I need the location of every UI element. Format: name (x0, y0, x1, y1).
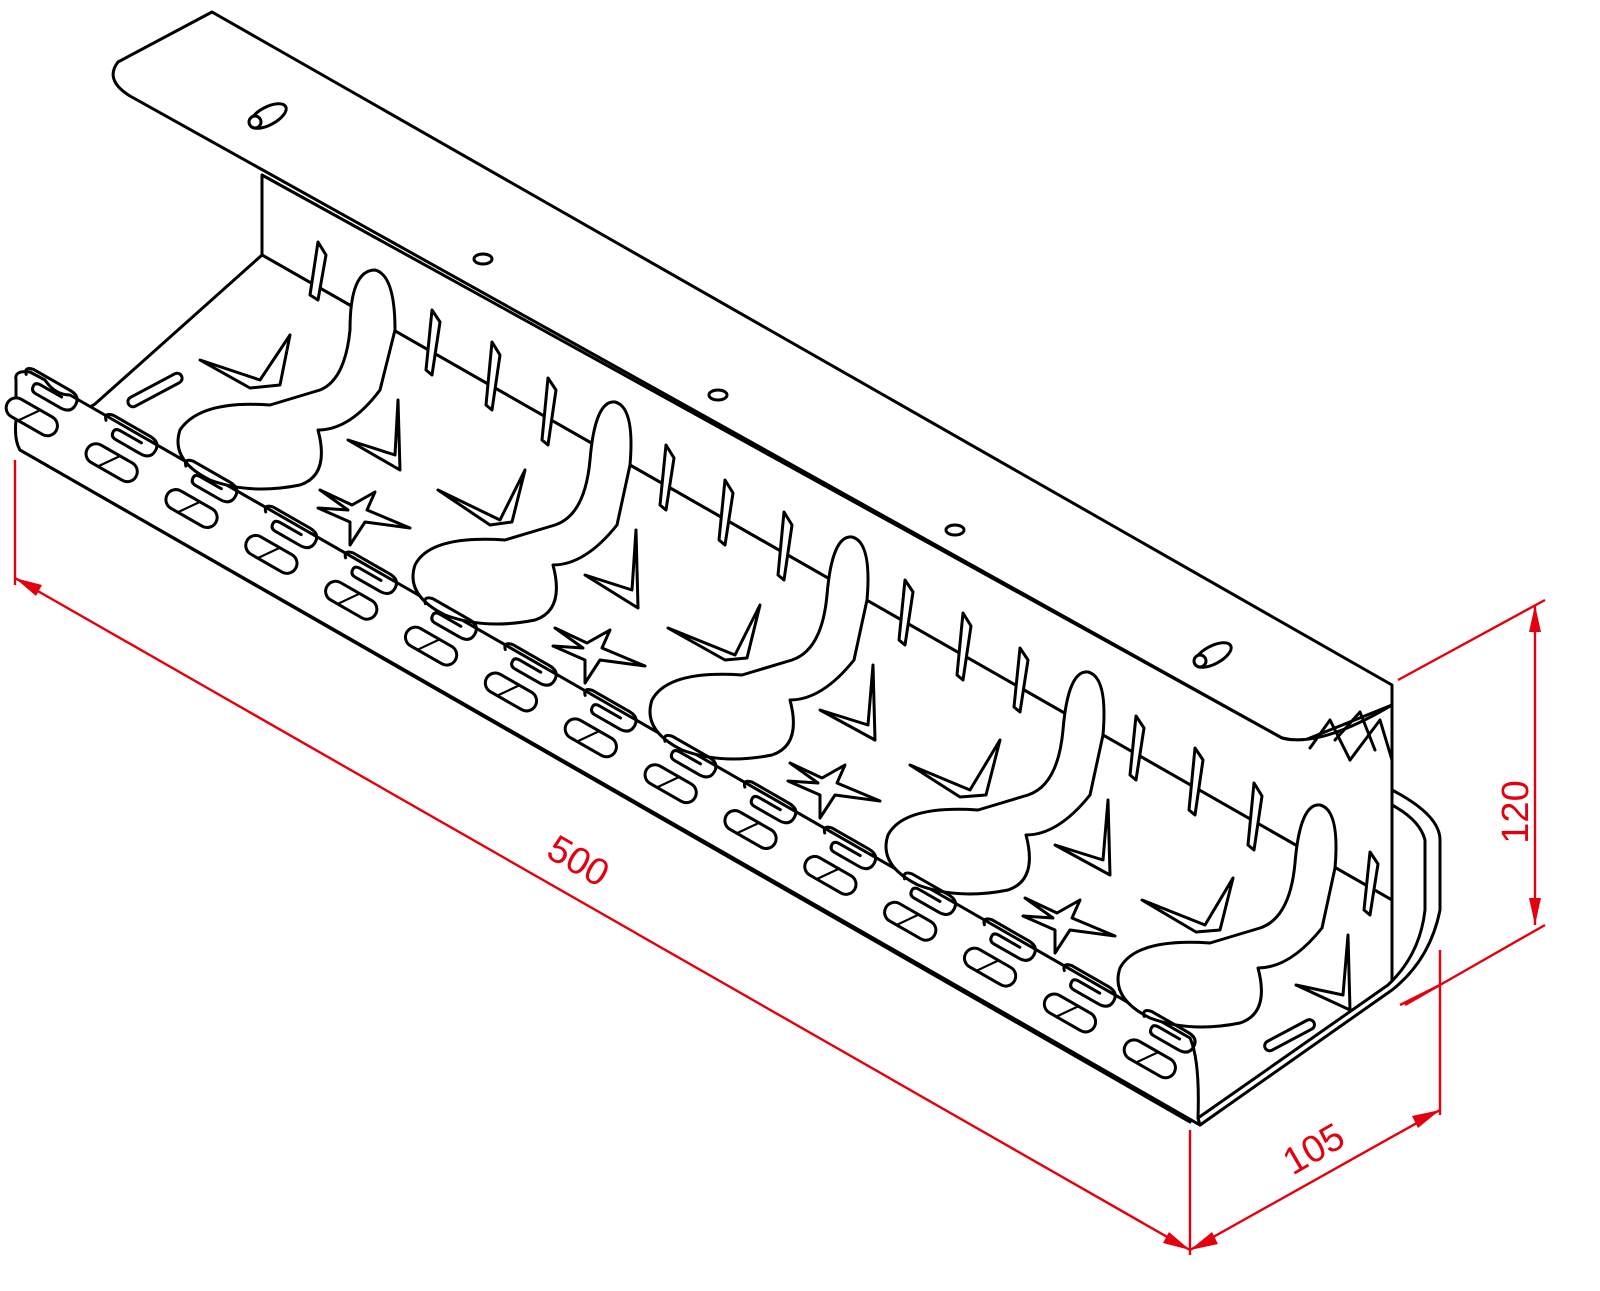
slot-edge-line (1135, 1051, 1160, 1064)
slot-edge-line (96, 454, 122, 468)
j-hook-slot (503, 642, 558, 687)
oblong-slot (803, 854, 858, 896)
dimension-lines (13, 460, 1546, 1255)
oblong-slot (1042, 992, 1098, 1034)
slot-edge-line (176, 500, 202, 514)
slot-edge-line (975, 959, 1000, 972)
oblong-slot (723, 809, 778, 850)
j-hook-slot (24, 367, 79, 412)
front-wall-slot-pair (84, 412, 159, 484)
front-wall-slot-pair (324, 550, 398, 621)
front-wall-slot-pair (483, 642, 558, 713)
slot-edge-line (576, 730, 601, 743)
slot-edge-line (336, 592, 361, 606)
height-label: 120 (1495, 780, 1537, 843)
floor-chevron-tabs (198, 333, 1352, 1012)
j-hook-slot (982, 917, 1037, 962)
slot-edge-line (1055, 1005, 1080, 1018)
j-hook-slot (663, 733, 718, 779)
oblong-slot (84, 442, 139, 484)
floor-slots (126, 371, 1316, 1053)
front-wall-slot-pair (643, 733, 718, 805)
depth-dimension (1189, 950, 1442, 1252)
flange-screw-slot-left (247, 102, 288, 130)
front-wall-slot-pair (403, 596, 478, 667)
oblong-slot (483, 671, 539, 713)
oblong-slot (563, 717, 618, 759)
slot-edge-line (17, 409, 42, 422)
front-wall-slot-pair (244, 504, 319, 575)
oblong-slot (244, 533, 299, 575)
flange-screw-slot-right (1192, 641, 1233, 669)
j-hook-slot (902, 871, 957, 917)
j-hook-slot (104, 412, 159, 458)
front-wall-slot-pair (1122, 1009, 1197, 1080)
slot-edge-line (735, 821, 761, 835)
front-wall-slot-pair (962, 917, 1037, 988)
oblong-slot (643, 763, 698, 805)
slot-edge-line (416, 638, 441, 651)
right-end-profile (1196, 788, 1442, 1127)
j-hook-slot (343, 550, 398, 596)
front-wall-bottom-edge (18, 448, 1192, 1124)
front-wall-slots (4, 367, 1197, 1080)
slot-edge-line (655, 775, 681, 789)
j-hook-slot (263, 504, 319, 550)
front-wall-slot-pair (164, 458, 239, 529)
front-wall-slot-pair (4, 367, 79, 438)
comb-tabs (308, 240, 1380, 917)
height-dimension (1397, 598, 1546, 1007)
depth-label: 105 (1276, 1116, 1352, 1184)
front-wall-slot-pair (563, 688, 638, 759)
oblong-slot (883, 900, 938, 942)
rear-end-tabs (1308, 710, 1394, 762)
front-wall-slot-pair (723, 779, 798, 850)
j-hook-slot (1142, 1009, 1197, 1054)
j-hook-slot (1062, 963, 1117, 1008)
front-wall-slot-pair (803, 825, 878, 896)
slot-edge-line (895, 913, 920, 927)
front-wall-slot-pair (883, 871, 957, 942)
oblong-slot (324, 579, 379, 621)
cable-tray-body (4, 10, 1442, 1127)
j-hook-slot (742, 779, 798, 825)
floor-cross-cutouts (316, 488, 1117, 955)
oblong-slot (164, 488, 219, 529)
slot-edge-line (815, 867, 840, 881)
floor-keyhole-cutouts (176, 268, 1338, 1029)
j-hook-slot (423, 596, 478, 641)
j-hook-slot (583, 688, 638, 733)
front-wall-slot-pair (1042, 963, 1117, 1034)
oblong-slot (4, 396, 59, 438)
slot-edge-line (256, 546, 281, 560)
back-wall-holes (472, 252, 966, 537)
oblong-slot (1122, 1038, 1177, 1080)
back-wall (260, 173, 1394, 902)
oblong-slot (403, 625, 459, 667)
j-hook-slot (183, 458, 239, 504)
slot-edge-line (496, 684, 521, 697)
length-dimension (13, 460, 1192, 1255)
oblong-slot (962, 946, 1018, 988)
j-hook-slot (822, 825, 878, 871)
